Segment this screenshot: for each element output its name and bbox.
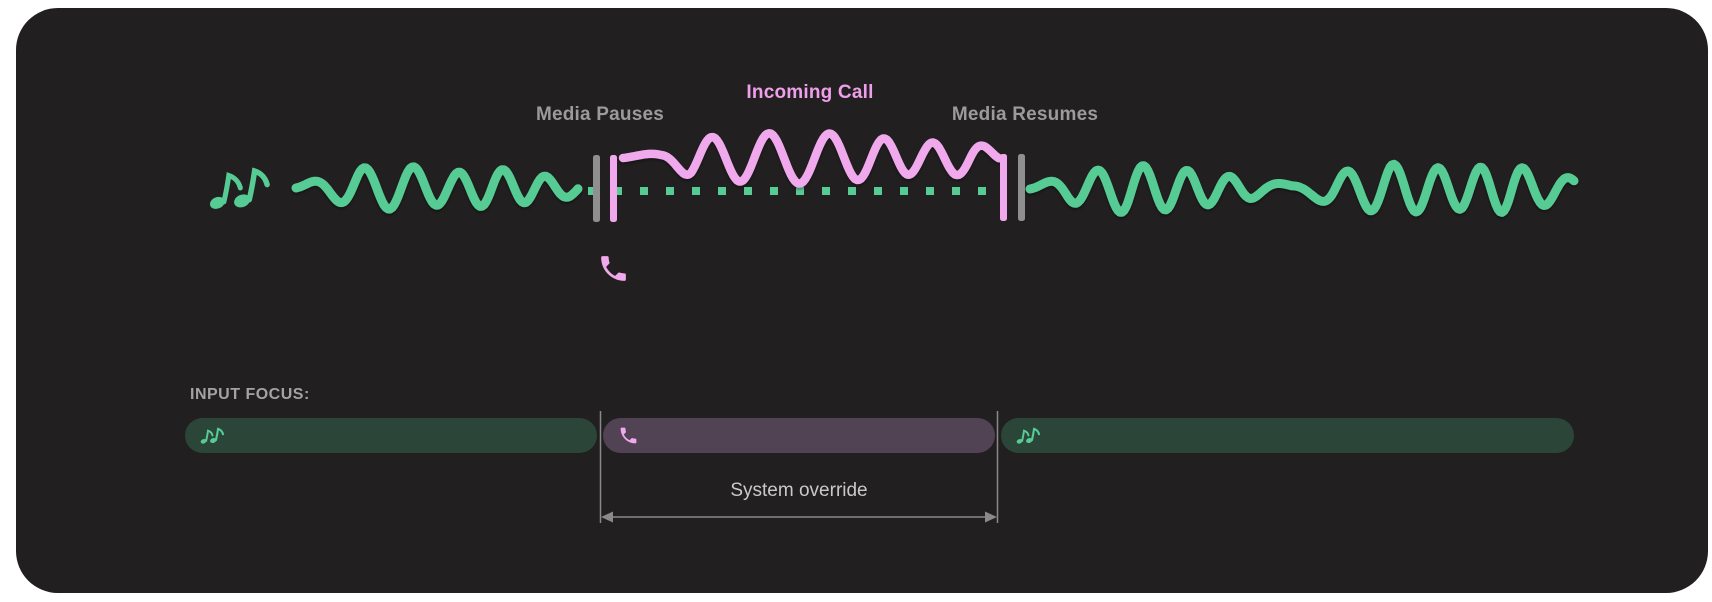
phone-icon bbox=[618, 425, 639, 446]
resume-barrier bbox=[1000, 154, 1025, 221]
music-notes-icon bbox=[208, 164, 270, 212]
call-waveform bbox=[618, 129, 1004, 188]
arrowhead-left-icon bbox=[601, 511, 613, 523]
media-waveform-after bbox=[1025, 159, 1579, 217]
system-override-measure bbox=[599, 411, 999, 523]
phone-icon bbox=[597, 252, 630, 285]
media-resumes-label: Media Resumes bbox=[951, 104, 1099, 125]
pause-barrier bbox=[593, 155, 617, 222]
resume-barrier-pink-bar bbox=[1000, 154, 1007, 221]
incoming-call-label: Incoming Call bbox=[746, 82, 874, 103]
music-notes-icon bbox=[200, 426, 224, 445]
input-focus-segment-media-after bbox=[1001, 418, 1574, 453]
media-waveform-before bbox=[291, 162, 583, 214]
media-pauses-label: Media Pauses bbox=[535, 104, 665, 125]
input-focus-segment-media-before bbox=[185, 418, 597, 453]
pause-barrier-gray-bar bbox=[593, 155, 600, 222]
input-focus-heading: INPUT FOCUS: bbox=[190, 386, 310, 403]
music-notes-icon bbox=[1016, 426, 1040, 445]
input-focus-segment-call bbox=[603, 418, 995, 453]
pause-barrier-pink-bar bbox=[610, 155, 617, 222]
system-override-label: System override bbox=[730, 480, 868, 501]
arrowhead-right-icon bbox=[985, 511, 997, 523]
resume-barrier-gray-bar bbox=[1018, 154, 1025, 221]
diagram-panel bbox=[16, 8, 1708, 593]
